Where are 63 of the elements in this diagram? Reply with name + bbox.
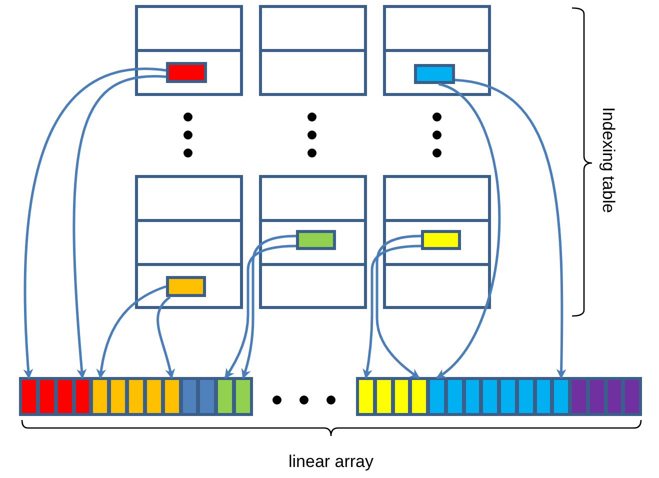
table-cell	[259, 219, 367, 266]
brace-label: Indexing table	[598, 107, 618, 213]
array-cell	[357, 378, 375, 415]
arrow	[454, 78, 566, 379]
array-cell	[481, 378, 499, 415]
array-cell	[20, 378, 38, 415]
entry-block	[414, 64, 455, 84]
array-cell	[428, 378, 446, 415]
arrow	[362, 244, 422, 379]
arrow	[224, 244, 296, 379]
table-cell	[383, 219, 491, 266]
arrow	[436, 82, 501, 379]
array-cell	[499, 378, 517, 415]
entry-block	[421, 230, 461, 250]
array-cell	[198, 378, 216, 415]
array-bar	[356, 377, 642, 416]
table-cell	[383, 49, 491, 96]
arrow	[241, 234, 296, 379]
array-cell	[464, 378, 482, 415]
entry-block	[166, 62, 207, 83]
array-cell	[410, 378, 428, 415]
table-cell	[259, 5, 367, 52]
array-cell	[162, 378, 181, 415]
arrow	[156, 296, 175, 379]
array-cell	[606, 378, 624, 415]
array-cell	[38, 378, 56, 415]
array-cell	[374, 378, 392, 415]
table-cell	[383, 175, 491, 222]
array-cell	[392, 378, 410, 415]
table-cell	[135, 219, 243, 266]
array-bar	[19, 377, 253, 416]
array-cell	[144, 378, 163, 415]
table-cell	[135, 49, 243, 96]
array-cell	[623, 378, 641, 415]
table-cell	[135, 5, 243, 52]
entry-block	[296, 230, 336, 250]
array-cell	[234, 378, 252, 415]
array-cell	[534, 378, 552, 415]
entry-block	[166, 276, 206, 297]
arrow	[23, 68, 166, 379]
table-cell	[383, 263, 491, 309]
arrow	[376, 234, 422, 380]
arrow	[96, 285, 166, 379]
array-cell	[109, 378, 128, 415]
arrow	[72, 75, 166, 379]
array-cell	[588, 378, 606, 415]
table-cell	[135, 175, 243, 222]
array-cell	[216, 378, 234, 415]
array-cell	[552, 378, 570, 415]
array-cell	[91, 378, 110, 415]
array-cell	[74, 378, 92, 415]
array-cell	[180, 378, 198, 415]
array-cell	[56, 378, 74, 415]
array-cell	[446, 378, 464, 415]
array-cell	[127, 378, 145, 415]
array-cell	[570, 378, 588, 415]
table-cell	[135, 263, 243, 309]
table-cell	[383, 5, 491, 52]
table-cell	[259, 263, 367, 309]
array-cell	[516, 378, 534, 415]
table-cell	[259, 175, 367, 222]
table-cell	[259, 49, 367, 96]
brace-label: linear array	[288, 452, 374, 472]
